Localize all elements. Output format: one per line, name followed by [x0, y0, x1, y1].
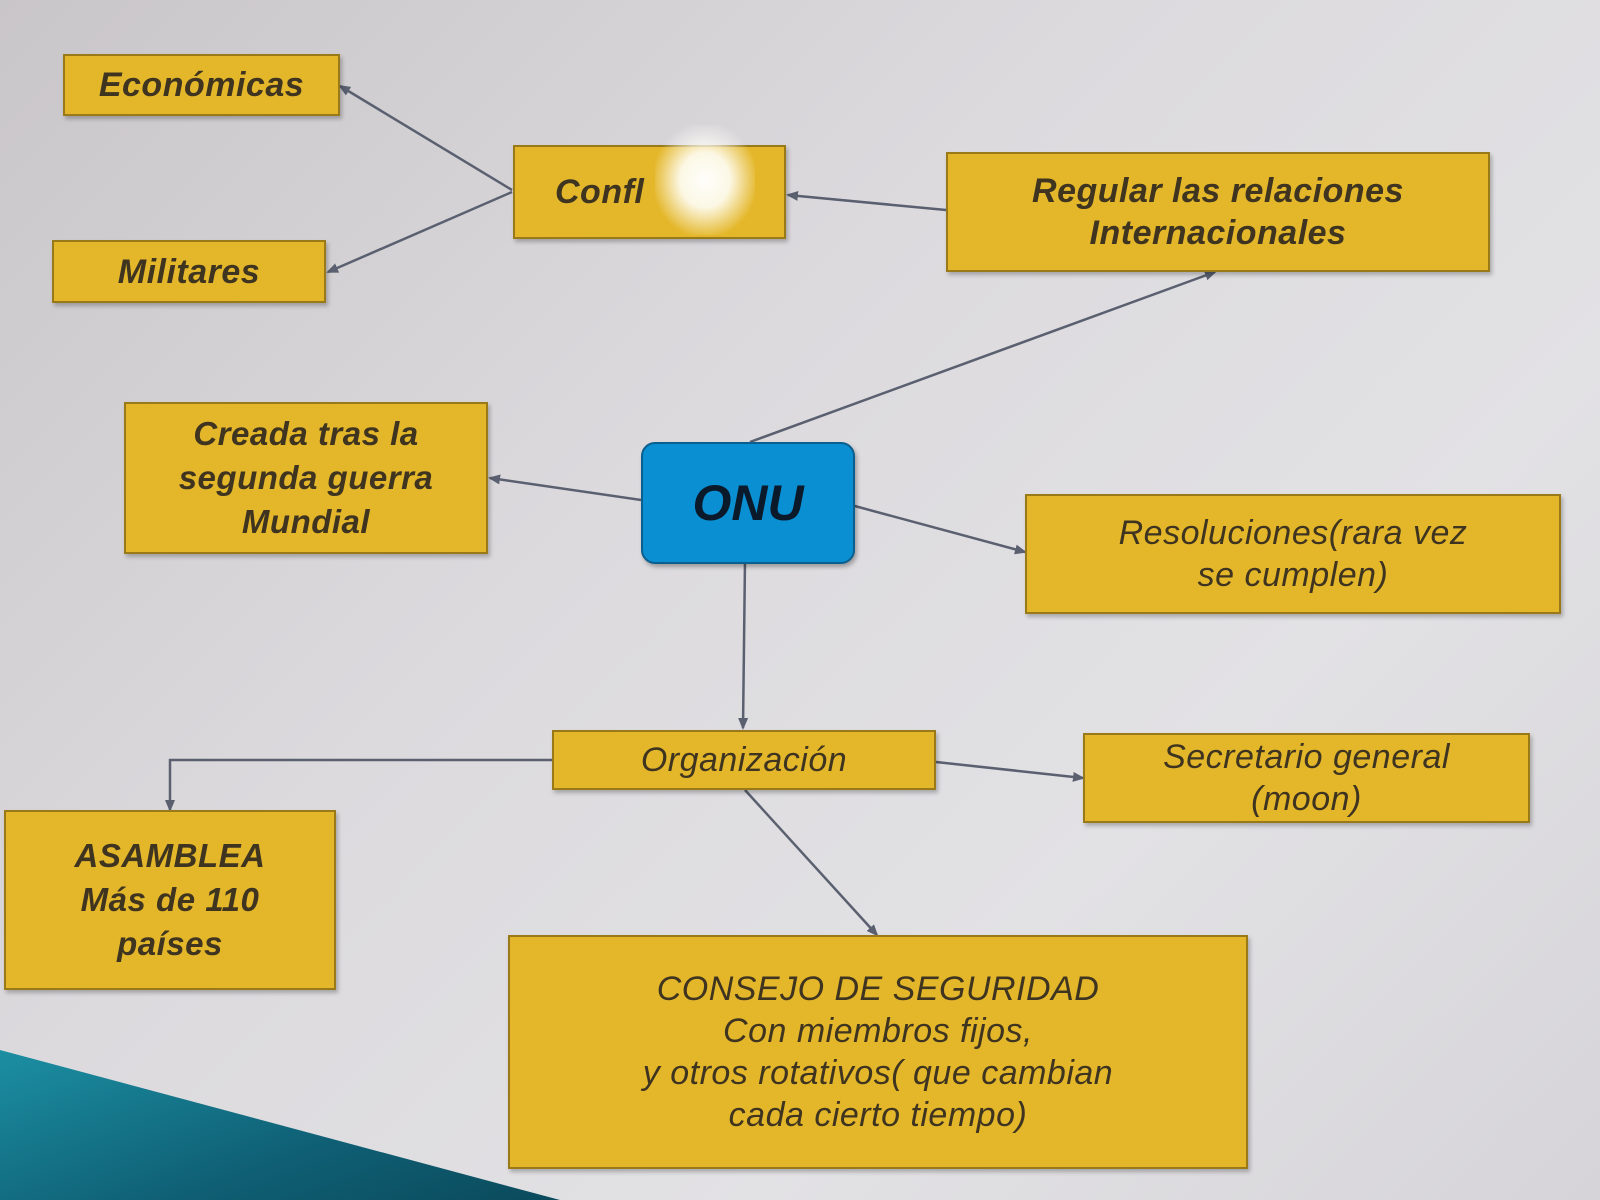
node-consejo-line-4: cada cierto tiempo): [728, 1096, 1028, 1134]
edge-organizacion-asamblea: [165, 758, 552, 812]
edge-organizacion-secretario: [935, 760, 1085, 782]
edge-organizacion-consejo: [744, 789, 879, 937]
node-organizacion: Organización: [552, 730, 936, 790]
node-regular-line-2: Internacionales: [1089, 214, 1347, 252]
node-creada-line-3: Mundial: [241, 503, 371, 540]
edge-onu-resoluciones: [850, 503, 1027, 555]
node-militares: Militares: [52, 240, 326, 303]
node-conflictos: Confl: [513, 145, 786, 239]
node-militares-line: Militares: [117, 252, 261, 291]
node-creada-line-1: Creada tras la: [193, 415, 419, 452]
node-regular-line-1: Regular las relaciones: [1032, 172, 1404, 210]
node-consejo: CONSEJO DE SEGURIDAD Con miembros fijos,…: [508, 935, 1248, 1169]
node-creada-line-2: segunda guerra: [178, 459, 434, 496]
node-economicas-line: Económicas: [98, 66, 305, 104]
node-consejo-line-1: CONSEJO DE SEGURIDAD: [656, 970, 1100, 1008]
node-consejo-line-2: Con miembros fijos,: [723, 1012, 1033, 1050]
node-asamblea-line-3: países: [117, 925, 223, 962]
node-asamblea: ASAMBLEA Más de 110 países: [4, 810, 336, 990]
node-economicas: Económicas: [63, 54, 340, 116]
node-regular: Regular las relaciones Internacionales: [946, 152, 1490, 272]
edge-conflictos-economicas: [338, 84, 513, 192]
node-creada: Creada tras la segunda guerra Mundial: [124, 402, 488, 554]
node-resoluciones-line-2: se cumplen): [1197, 556, 1389, 594]
edge-conflictos-militares: [326, 190, 513, 274]
node-resoluciones-line-1: Resoluciones(rara vez: [1118, 514, 1468, 552]
node-organizacion-line: Organización: [640, 741, 848, 779]
node-asamblea-line-2: Más de 110: [80, 881, 260, 918]
edge-regular-conflictos: [786, 190, 947, 212]
edge-onu-organizacion: [738, 559, 749, 730]
node-secretario-line-2: (moon): [1251, 780, 1362, 818]
node-onu: ONU: [641, 442, 855, 564]
edge-onu-creada: [488, 474, 642, 502]
node-resoluciones: Resoluciones(rara vez se cumplen): [1025, 494, 1561, 614]
node-secretario: Secretario general (moon): [1083, 733, 1530, 823]
node-onu-label: ONU: [692, 475, 804, 531]
node-asamblea-line-1: ASAMBLEA: [74, 837, 266, 874]
edge-onu-regular: [749, 270, 1217, 444]
node-conflictos-line: Confl: [555, 173, 645, 211]
node-consejo-line-3: y otros rotativos( que cambian: [642, 1054, 1114, 1092]
node-secretario-line-1: Secretario general: [1163, 738, 1450, 776]
